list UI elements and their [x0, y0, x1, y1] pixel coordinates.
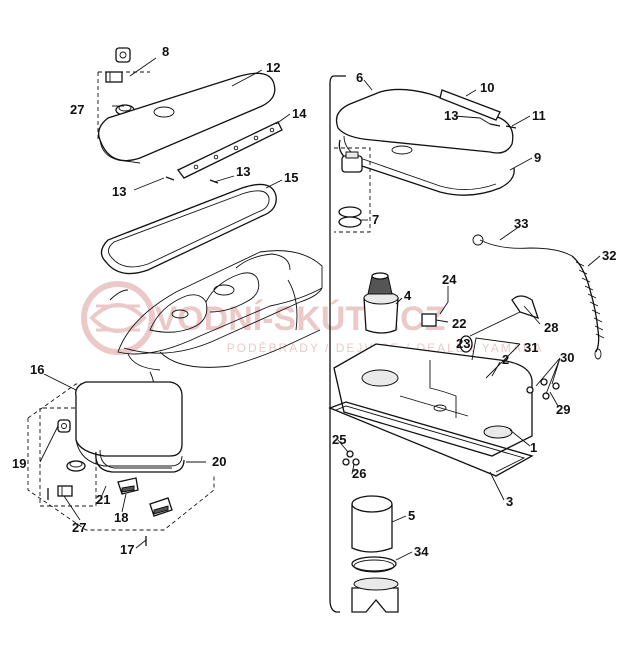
cup-holder-ring: [338, 206, 362, 228]
hatch-seal-gasket: [100, 183, 277, 275]
leader-lines: [39, 57, 601, 561]
lid-hinge-screws: [489, 123, 517, 129]
group-bracket-left-upper: [97, 72, 121, 149]
storage-tube: [351, 495, 393, 553]
rear-hatch-gasket: [95, 449, 185, 473]
callout-29: 29: [556, 402, 570, 417]
callout-10: 10: [480, 80, 494, 95]
callout-20: 20: [212, 454, 226, 469]
rear-hatch-lock-ring: [66, 460, 86, 472]
callout-24: 24: [442, 272, 457, 287]
storage-box-mat: [328, 401, 534, 477]
drain-plug-ring: [459, 335, 473, 353]
rear-hatch-lock-knob: [57, 419, 71, 433]
hinge-bracket-left: [117, 477, 139, 495]
cup-holder-group-box: [334, 147, 371, 233]
callout-27-lower: 27: [72, 520, 86, 535]
callout-11: 11: [532, 108, 546, 123]
callout-18: 18: [114, 510, 128, 525]
group-bracket-left-lower: [27, 383, 215, 531]
callout-22: 22: [452, 316, 466, 331]
callout-30: 30: [560, 350, 574, 365]
callout-8: 8: [162, 44, 169, 59]
storage-box: [333, 343, 533, 457]
callout-25: 25: [332, 432, 346, 447]
callout-4: 4: [404, 288, 412, 303]
storage-lid-gasket: [338, 135, 515, 196]
callout-26: 26: [352, 466, 366, 481]
callout-32: 32: [602, 248, 616, 263]
callout-33: 33: [514, 216, 528, 231]
callout-5: 5: [408, 508, 415, 523]
callout-9: 9: [534, 150, 541, 165]
callout-31: 31: [524, 340, 538, 355]
drain-clip: [421, 313, 437, 327]
rear-hatch-assembly: [27, 381, 215, 546]
callout-21: 21: [96, 492, 110, 507]
callout-1: 1: [530, 440, 537, 455]
hatch-lock-knob: [115, 47, 131, 63]
hinge-screws: [165, 176, 219, 184]
hatch-hinge-bar: [177, 121, 283, 179]
lanyard-cord: [472, 234, 605, 360]
rear-hatch-latch-plate: [57, 485, 73, 497]
storage-compartment-bracket: [329, 75, 346, 613]
callout-13-lid: 13: [444, 108, 458, 123]
rear-hatch-cover: [75, 381, 183, 467]
tube-clamp-band: [351, 556, 397, 573]
callout-16: 16: [30, 362, 44, 377]
callout-6: 6: [356, 70, 363, 85]
callout-12: 12: [266, 60, 280, 75]
hinge-bracket-right: [149, 497, 173, 517]
storage-lid-hinge: [439, 89, 501, 121]
front-hatch-cover-assembly: [97, 47, 283, 275]
watermark-brand: VODNÍ-SKÚTR.CZ: [155, 300, 446, 338]
callout-19: 19: [12, 456, 26, 471]
storage-lid-assembly: [334, 88, 517, 233]
callout-15: 15: [284, 170, 298, 185]
callout-27-upper: 27: [70, 102, 84, 117]
callout-13-right: 13: [236, 164, 250, 179]
hatch-latch-plate: [105, 71, 123, 83]
callout-2: 2: [502, 352, 509, 367]
filler-cap-assembly: [363, 272, 399, 334]
watermark-logo-icon: [81, 281, 155, 355]
callout-numbers: 8 12 27 14 13 13 15 6 10 13 11 9 7 33 32…: [12, 44, 616, 559]
front-hatch-cover: [97, 72, 276, 164]
callout-7: 7: [372, 212, 379, 227]
callout-13-left: 13: [112, 184, 126, 199]
tube-base: [351, 577, 399, 613]
callout-14: 14: [292, 106, 307, 121]
callout-23: 23: [456, 336, 470, 351]
callout-34: 34: [414, 544, 429, 559]
box-fasteners: [342, 378, 560, 466]
callout-28: 28: [544, 320, 558, 335]
storage-bracket: [469, 295, 540, 337]
callout-3: 3: [506, 494, 513, 509]
cup-holder-insert: [341, 151, 363, 173]
callout-17: 17: [120, 542, 134, 557]
